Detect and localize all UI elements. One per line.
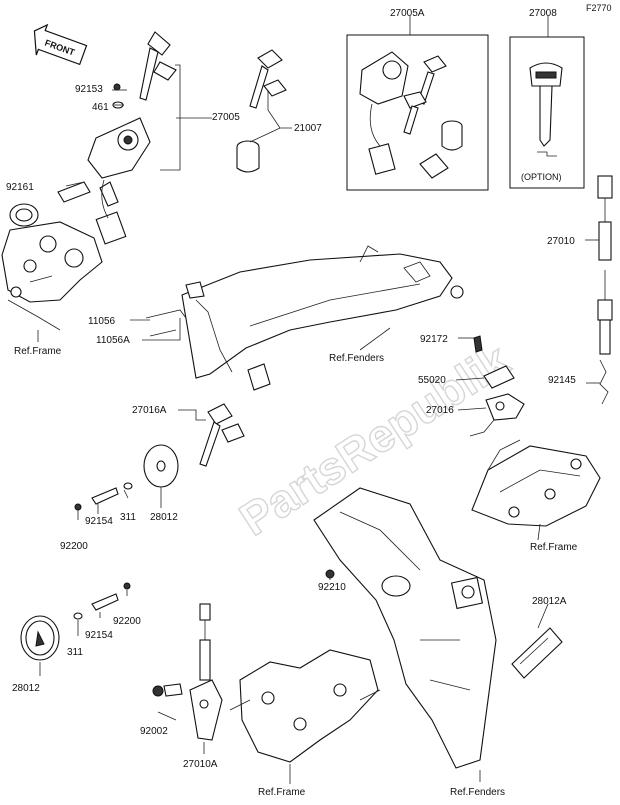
ignition-switch-27005 xyxy=(87,31,177,245)
bracket-92161 xyxy=(57,181,91,203)
reflector-28012-upper xyxy=(74,444,179,511)
label-92154-lower: 92154 xyxy=(85,630,113,641)
label-92145: 92145 xyxy=(548,375,576,386)
label-27008: 27008 xyxy=(529,8,557,19)
label-ref-fenders-bottom: Ref.Fenders xyxy=(450,787,505,798)
label-ref-frame-left: Ref.Frame xyxy=(14,346,62,357)
label-92161: 92161 xyxy=(6,182,34,193)
label-92210: 92210 xyxy=(318,582,346,593)
frame-section-right xyxy=(471,439,601,527)
label-92172: 92172 xyxy=(420,334,448,345)
reflector-28012-lower xyxy=(20,582,131,661)
screw-92210 xyxy=(325,569,335,579)
option-note: (OPTION) xyxy=(521,172,562,182)
reflector-28012A xyxy=(511,627,563,679)
label-ref-frame-bottom: Ref.Frame xyxy=(258,787,306,798)
ignition-set-27005A-box xyxy=(346,34,489,191)
label-27016A: 27016A xyxy=(132,405,167,416)
front-arrow-icon: FRONT xyxy=(33,23,88,66)
key-blank-27008-box: (OPTION) xyxy=(509,36,585,189)
switch-92145 xyxy=(597,270,613,405)
label-28012A: 28012A xyxy=(532,596,567,607)
screw-92153 xyxy=(113,83,121,91)
label-27005: 27005 xyxy=(212,112,240,123)
label-92154-upper: 92154 xyxy=(85,516,113,527)
label-311-lower: 311 xyxy=(67,647,83,658)
label-11056: 11056 xyxy=(88,316,116,327)
label-ref-frame-right: Ref.Frame xyxy=(530,542,578,553)
label-55020: 55020 xyxy=(418,375,446,386)
key-set-27016A xyxy=(199,403,245,467)
label-27010: 27010 xyxy=(547,236,575,247)
label-92200-upper: 92200 xyxy=(60,541,88,552)
seat-rail-assembly xyxy=(145,245,464,391)
label-92153: 92153 xyxy=(75,84,103,95)
label-311-upper: 311 xyxy=(120,512,136,523)
seat-lock-27016 xyxy=(469,335,525,437)
label-92002: 92002 xyxy=(140,726,168,737)
label-92200-lower: 92200 xyxy=(113,616,141,627)
label-21007: 21007 xyxy=(294,123,322,134)
label-11056A: 11056A xyxy=(96,335,130,346)
label-461: 461 xyxy=(92,102,109,113)
label-27005A: 27005A xyxy=(390,8,425,19)
label-27010A: 27010A xyxy=(183,759,218,770)
rear-fender xyxy=(313,487,497,769)
label-28012-lower: 28012 xyxy=(12,683,40,694)
key-set-21007 xyxy=(236,49,287,173)
sensor-27010A xyxy=(152,603,223,741)
label-27016: 27016 xyxy=(426,405,454,416)
figure-id: F2770 xyxy=(586,3,612,13)
lead-27010 xyxy=(597,175,613,261)
frame-bracket-left xyxy=(1,203,103,331)
frame-bracket-bottom xyxy=(229,649,381,763)
label-28012-upper: 28012 xyxy=(150,512,178,523)
label-ref-fenders-top: Ref.Fenders xyxy=(329,353,384,364)
leader-lines xyxy=(37,16,600,784)
